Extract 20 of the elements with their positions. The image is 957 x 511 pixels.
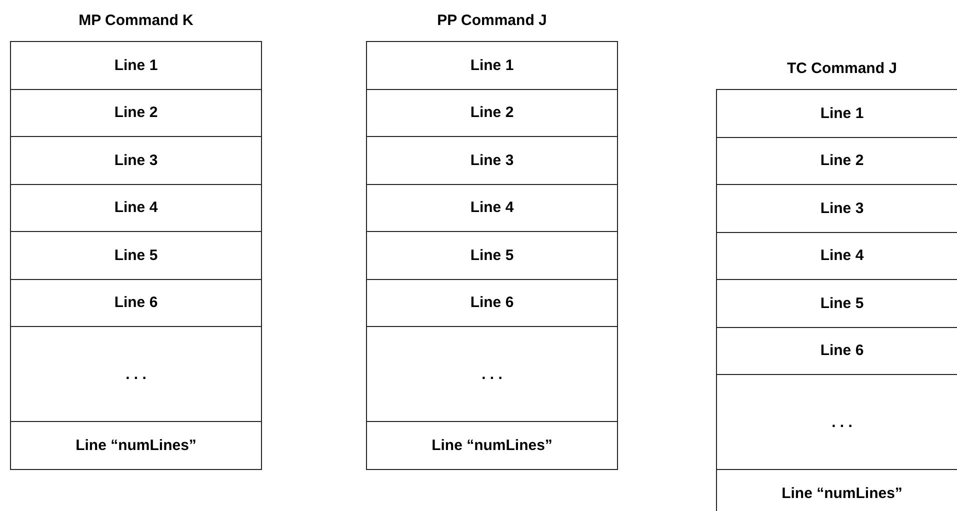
table-heading: PP Command J xyxy=(436,12,548,29)
table-heading: TC Command J xyxy=(786,60,898,77)
table-row: . . . xyxy=(10,326,262,422)
table-heading: MP Command K xyxy=(78,12,194,29)
table-row: Line 1 xyxy=(716,89,957,138)
table-row: Line 3 xyxy=(366,136,618,184)
table-row: Line 5 xyxy=(366,231,618,280)
table-row: Line 1 xyxy=(366,41,618,90)
table-row: Line 3 xyxy=(10,136,262,184)
table-row: Line 2 xyxy=(10,88,262,137)
table-row: Line 4 xyxy=(10,184,262,232)
table-row: Line 4 xyxy=(366,184,618,232)
table-row: Line 1 xyxy=(10,41,262,90)
table-row: Line “numLines” xyxy=(366,421,618,470)
table-row: Line 6 xyxy=(366,278,618,327)
table-row: Line 5 xyxy=(10,231,262,280)
table-row: . . . xyxy=(366,326,618,422)
table-row: Line 2 xyxy=(366,88,618,137)
table-row: Line 6 xyxy=(10,278,262,327)
table-row: Line “numLines” xyxy=(10,421,262,470)
